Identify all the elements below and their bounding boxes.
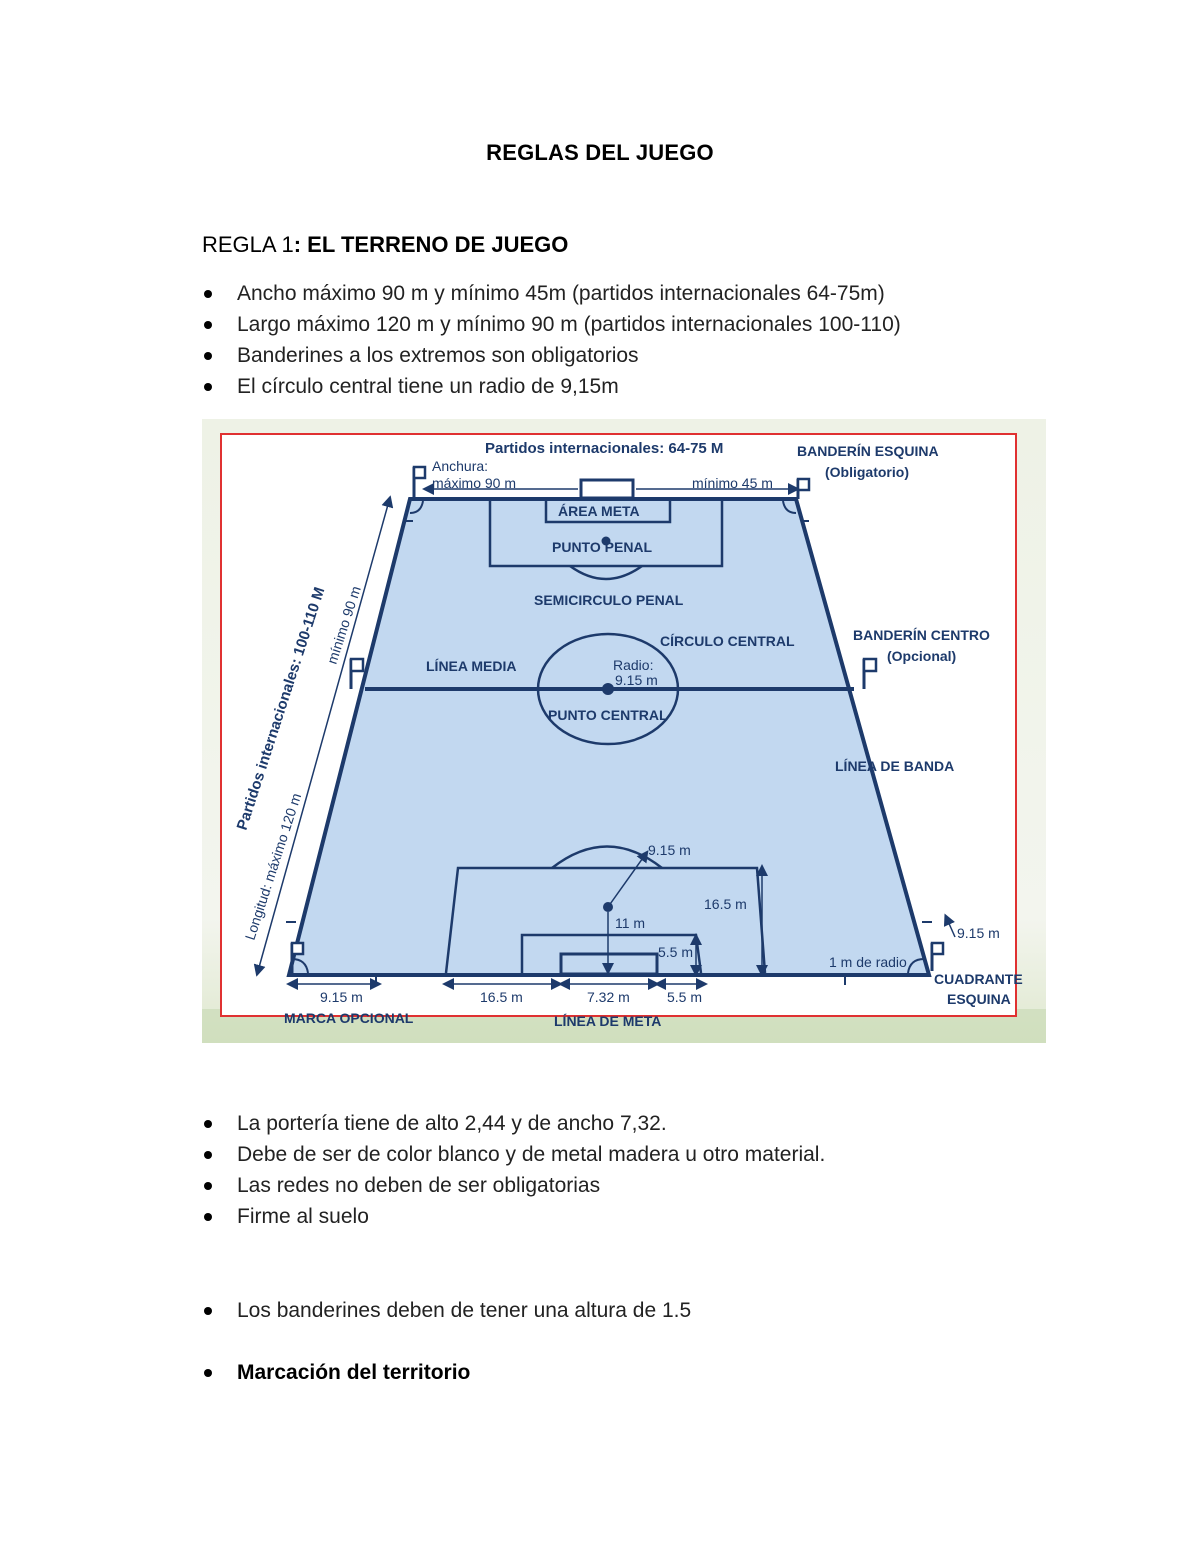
label-corner-distance: 9.15 m [957, 925, 1000, 941]
label-bottom-corner: 9.15 m [320, 989, 363, 1005]
top-goal-area [544, 501, 672, 524]
rule-heading: REGLA 1: EL TERRENO DE JUEGO [202, 232, 568, 258]
label-corner-flag-required: (Obligatorio) [825, 464, 909, 480]
label-corner-flag: BANDERÍN ESQUINA [797, 443, 939, 459]
page-title: REGLAS DEL JUEGO [486, 140, 714, 165]
label-bottom-goal-area: 5.5 m [667, 989, 702, 1005]
label-circulo-central: CÍRCULO CENTRAL [660, 633, 795, 649]
top-goal [579, 478, 635, 500]
label-top-international: Partidos internacionales: 64-75 M [485, 440, 723, 457]
label-goal-depth: 5.5 m [658, 944, 693, 960]
label-cuadrante-esquina: ESQUINA [947, 991, 1011, 1007]
rule-number: REGLA 1 [202, 232, 294, 257]
label-punto-central: PUNTO CENTRAL [548, 707, 668, 723]
label-anchura-max: máximo 90 m [432, 475, 516, 491]
rule-name: : EL TERRENO DE JUEGO [293, 232, 569, 257]
label-centre-flag: BANDERÍN CENTRO [853, 627, 990, 643]
label-linea-banda: LÍNEA DE BANDA [835, 758, 954, 774]
label-marca-opcional: MARCA OPCIONAL [284, 1010, 414, 1026]
label-penalty-spot: 11 m [615, 915, 645, 931]
length-arrow [253, 495, 394, 977]
flag-rules-list: Los banderines deben de tener una altura… [202, 1295, 691, 1326]
field-diagram-svg: Partidos internacionales: 64-75 M Anchur… [202, 419, 1046, 1043]
label-corner-radius: 1 m de radio [829, 954, 907, 970]
arc-radius-arrow [607, 850, 649, 908]
goal-rules-list: La portería tiene de alto 2,44 y de anch… [202, 1108, 825, 1232]
top-penalty-area [488, 501, 724, 568]
list-item-heading: Marcación del territorio [202, 1357, 470, 1388]
corner-arc-bottom-right [907, 958, 925, 974]
field-diagram: Partidos internacionales: 64-75 M Anchur… [202, 419, 1046, 1043]
label-semicirculo: SEMICIRCULO PENAL [534, 592, 684, 608]
label-penalty-depth: 16.5 m [704, 896, 747, 912]
corner-arc-top-left [409, 500, 424, 514]
corner-arc-top-right [782, 500, 797, 514]
label-anchura: Anchura: [432, 458, 488, 474]
list-item: Debe de ser de color blanco y de metal m… [202, 1139, 825, 1170]
top-penalty-spot [601, 536, 611, 546]
list-item: Banderines a los extremos son obligatori… [202, 340, 901, 371]
label-area-meta: ÁREA META [558, 503, 640, 519]
bottom-penalty-arc [551, 845, 663, 869]
label-centre-flag-optional: (Opcional) [887, 648, 956, 664]
corner-flag-icon [930, 941, 945, 971]
label-linea-meta: LÍNEA DE META [554, 1013, 661, 1029]
corner-distance-arrow [943, 913, 956, 938]
label-arc-radius: 9.15 m [648, 842, 691, 858]
label-radio-value: 9.15 m [615, 672, 658, 688]
list-item: Las redes no deben de ser obligatorias [202, 1170, 825, 1201]
centre-circle [536, 632, 680, 746]
label-minimo-ancho: mínimo 45 m [692, 475, 773, 491]
centre-spot [602, 683, 614, 695]
label-bottom-penalty: 16.5 m [480, 989, 523, 1005]
top-penalty-arc [569, 564, 643, 581]
marking-heading-list: Marcación del territorio [202, 1357, 470, 1388]
list-item: Los banderines deben de tener una altura… [202, 1295, 691, 1326]
field-dimensions-list: Ancho máximo 90 m y mínimo 45m (partidos… [202, 278, 901, 402]
label-radio: Radio: [613, 657, 653, 673]
list-item: Firme al suelo [202, 1201, 825, 1232]
corner-flag-icon [412, 465, 427, 499]
label-punto-penal: PUNTO PENAL [552, 539, 653, 555]
list-item: Ancho máximo 90 m y mínimo 45m (partidos… [202, 278, 901, 309]
list-item: La portería tiene de alto 2,44 y de anch… [202, 1108, 825, 1139]
centre-flag-icon [862, 657, 878, 689]
label-bottom-goal: 7.32 m [587, 989, 630, 1005]
label-linea-media: LÍNEA MEDIA [426, 658, 516, 674]
label-cuadrante: CUADRANTE [934, 971, 1023, 987]
list-item: El círculo central tiene un radio de 9,1… [202, 371, 901, 402]
list-item: Largo máximo 120 m y mínimo 90 m (partid… [202, 309, 901, 340]
